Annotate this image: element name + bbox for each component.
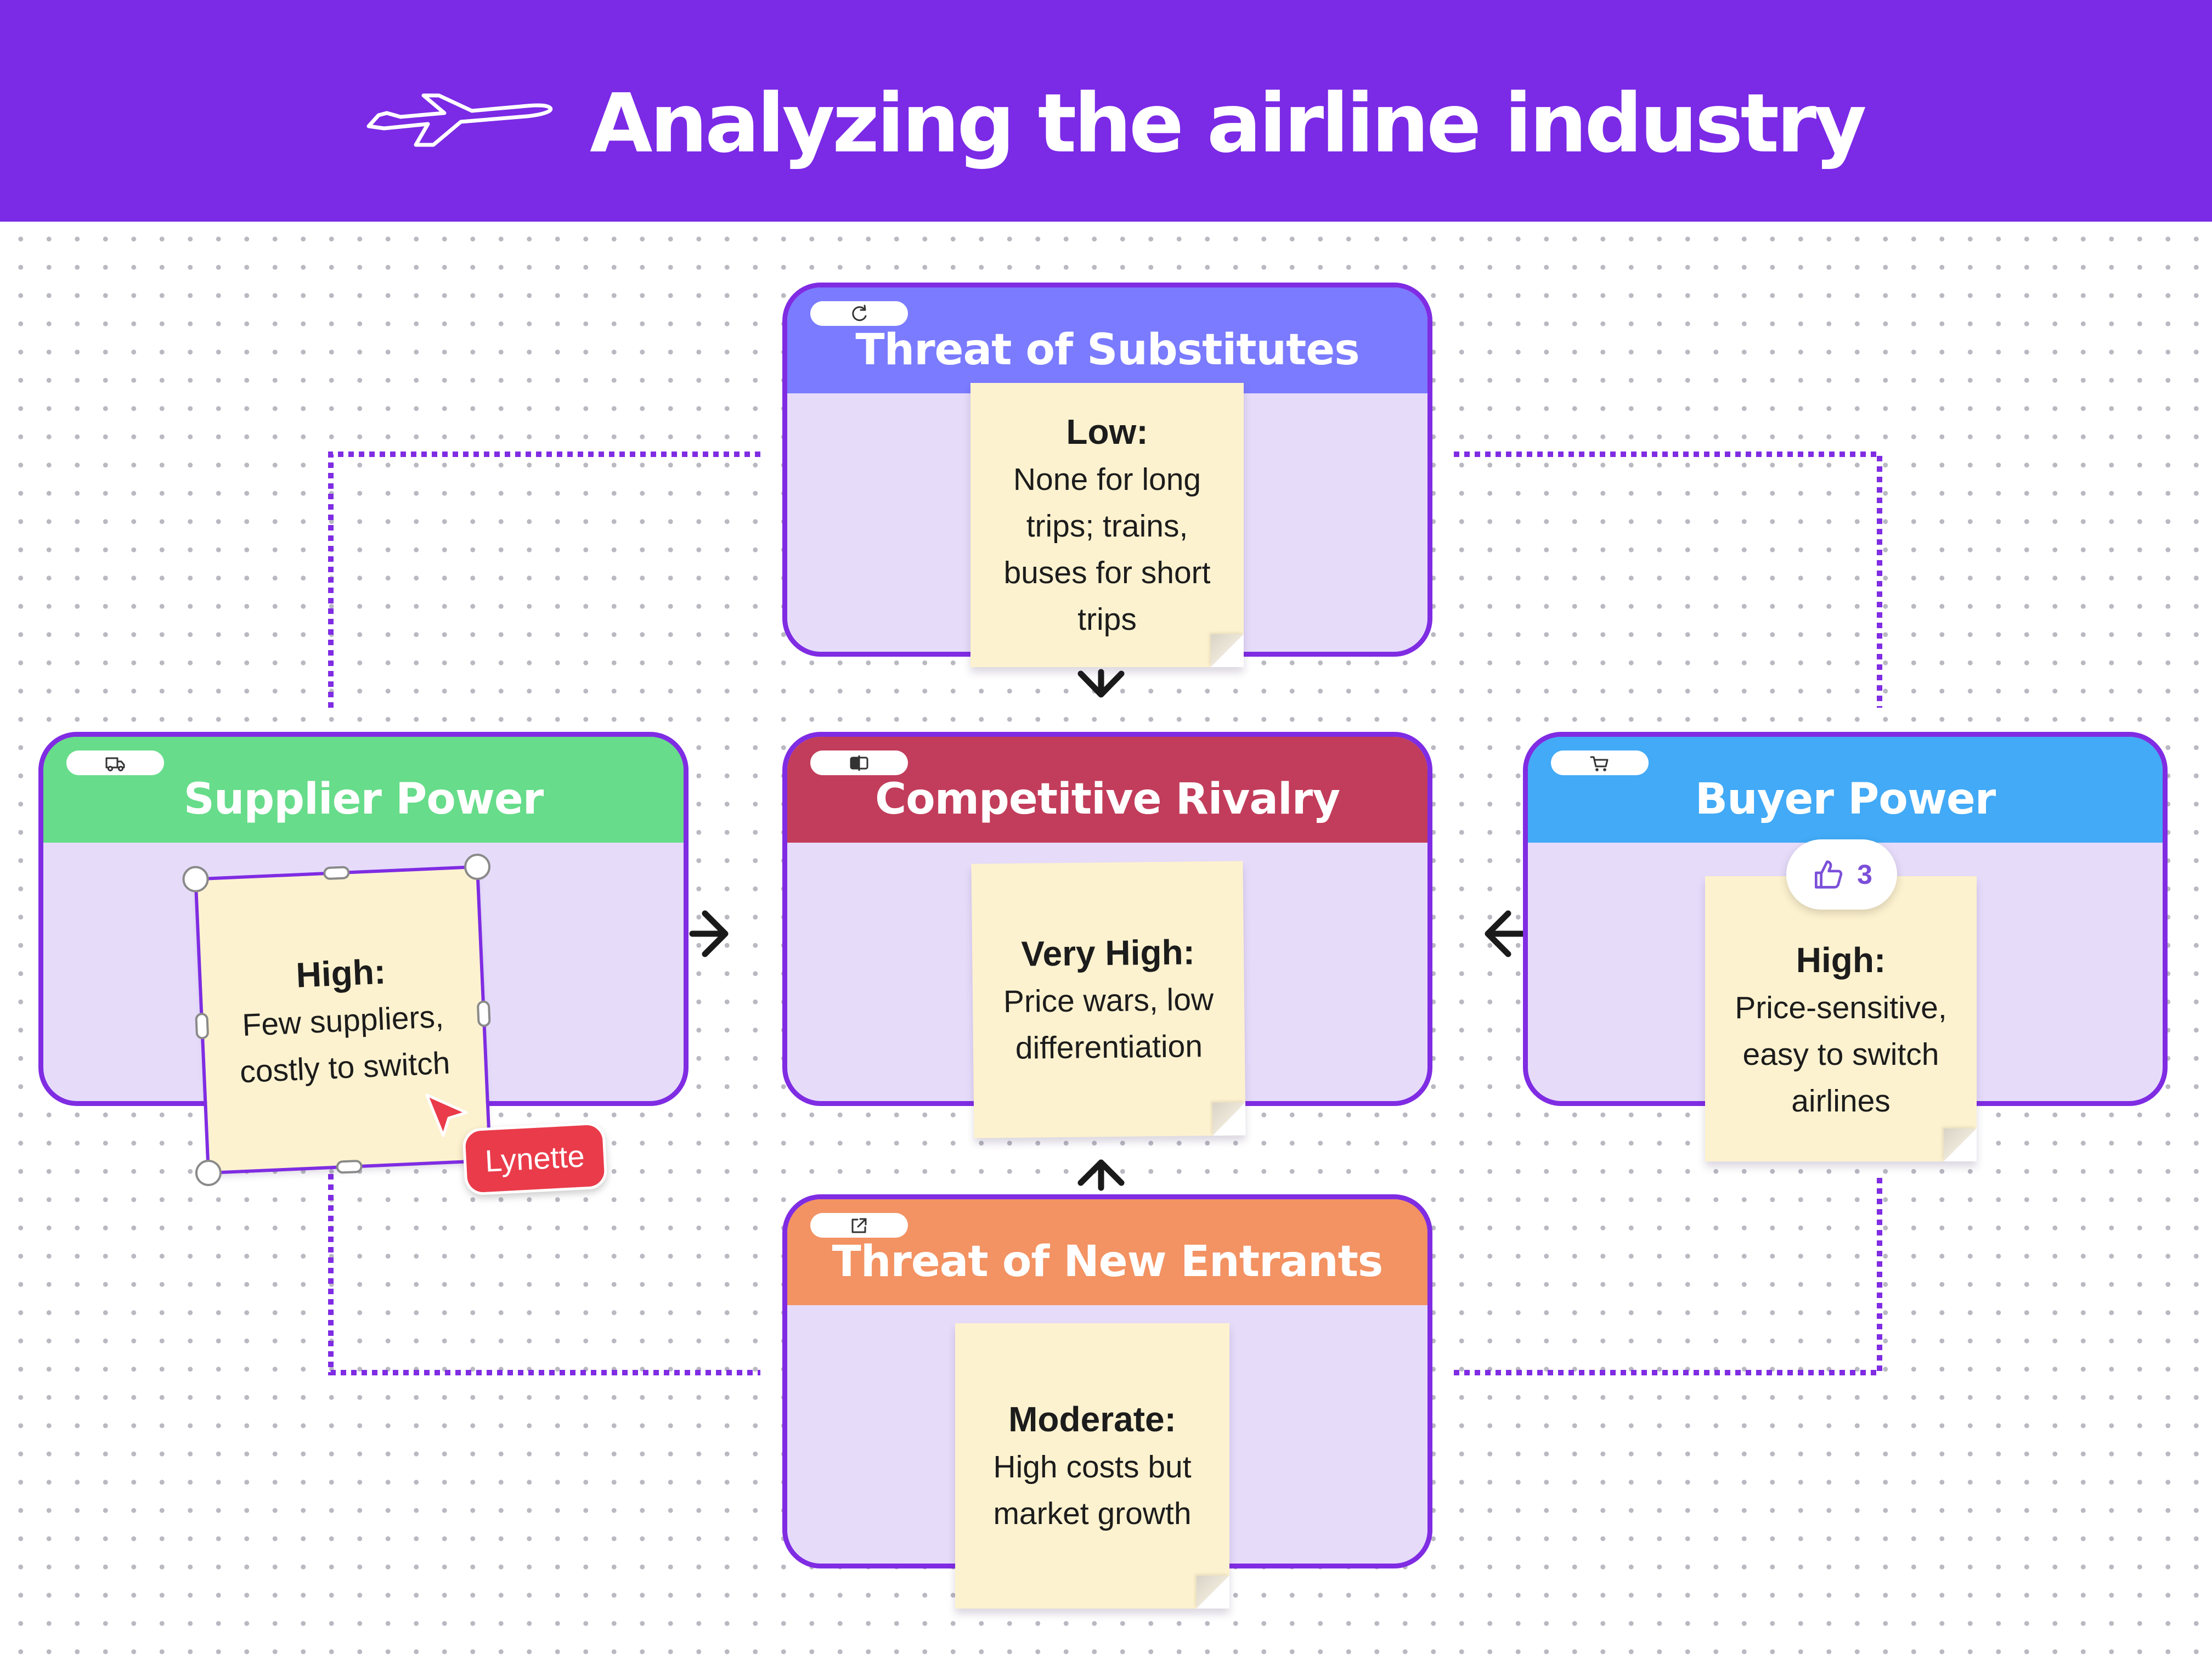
collaborator-cursor-icon: [425, 1093, 468, 1137]
card-pill-entrants[interactable]: [810, 1213, 908, 1238]
note-line: market growth: [993, 1496, 1192, 1531]
note-line: trips; trains,: [1026, 509, 1188, 544]
note-line: Price-sensitive,: [1735, 990, 1947, 1025]
airplane-icon: [366, 93, 553, 147]
resize-handle-top[interactable]: [323, 866, 350, 881]
card-title-supplier: Supplier Power: [183, 775, 544, 824]
note-line: airlines: [1791, 1083, 1891, 1119]
arrow-left-icon: [1485, 910, 1526, 957]
card-pill-supplier[interactable]: [66, 751, 164, 775]
page-curl: [1944, 1128, 1977, 1161]
note-level: High:: [295, 951, 387, 995]
card-title-substitutes: Threat of Substitutes: [855, 325, 1359, 375]
dotted-connector-bottom-right: [1454, 1174, 1882, 1375]
note-line: differentiation: [1015, 1029, 1203, 1066]
note-level: Moderate:: [1008, 1400, 1176, 1439]
note-line: High costs but: [993, 1449, 1192, 1485]
page-curl: [1197, 1576, 1229, 1609]
arrow-right-icon: [689, 910, 729, 957]
card-title-entrants: Threat of New Entrants: [832, 1237, 1384, 1286]
reaction-count: 3: [1857, 859, 1872, 890]
sticky-note-buyer[interactable]: High: Price-sensitive, easy to switch ai…: [1705, 876, 1977, 1161]
dotted-connector-top-right: [1454, 452, 1882, 708]
page-curl: [1211, 634, 1244, 667]
sticky-note-entrants[interactable]: Moderate: High costs but market growth: [955, 1323, 1229, 1609]
truck-icon: [105, 757, 125, 771]
card-title-rivalry: Competitive Rivalry: [874, 775, 1340, 824]
page-curl: [1212, 1102, 1246, 1136]
note-line: Price wars, low: [1003, 981, 1214, 1020]
note-level: Very High:: [1020, 932, 1195, 974]
card-pill-substitutes[interactable]: [810, 301, 908, 326]
sticky-note-substitutes[interactable]: Low: None for long trips; trains, buses …: [970, 383, 1244, 667]
note-line: None for long: [1013, 462, 1201, 497]
header-banner: Analyzing the airline industry: [0, 0, 2212, 222]
resize-handle-right[interactable]: [476, 1000, 491, 1028]
refresh-icon: [852, 304, 867, 321]
resize-handle-left[interactable]: [195, 1012, 210, 1040]
cart-icon: [1590, 756, 1609, 771]
dotted-connector-bottom-left: [328, 1174, 760, 1375]
card-title-buyer: Buyer Power: [1695, 775, 1996, 824]
sticky-note-rivalry[interactable]: Very High: Price wars, low differentiati…: [971, 861, 1246, 1138]
note-line: Few suppliers,: [241, 999, 445, 1043]
card-pill-rivalry[interactable]: [810, 751, 908, 775]
note-level: High:: [1796, 940, 1886, 980]
note-line: costly to switch: [239, 1045, 451, 1090]
thumbs-up-icon: [1815, 860, 1843, 889]
note-line: buses for short: [1003, 555, 1211, 590]
page-title: Analyzing the airline industry: [590, 76, 1867, 171]
card-header-entrants: Threat of New Entrants: [787, 1199, 1427, 1305]
card-supplier-power[interactable]: Supplier Power: [38, 732, 689, 1106]
resize-handle-bottom[interactable]: [336, 1159, 363, 1174]
collaborator-name-tag: Lynette: [461, 1121, 608, 1196]
card-pill-buyer[interactable]: [1551, 751, 1649, 775]
split-view-icon: [850, 755, 868, 771]
note-level: Low:: [1066, 412, 1148, 452]
note-line: trips: [1077, 602, 1137, 637]
note-line: easy to switch: [1742, 1036, 1939, 1072]
arrow-up-icon: [1077, 1159, 1125, 1191]
reaction-badge[interactable]: 3: [1786, 839, 1897, 910]
arrow-down-icon: [1077, 669, 1125, 698]
external-link-icon: [851, 1218, 867, 1233]
dotted-connector-top-left: [328, 452, 760, 708]
